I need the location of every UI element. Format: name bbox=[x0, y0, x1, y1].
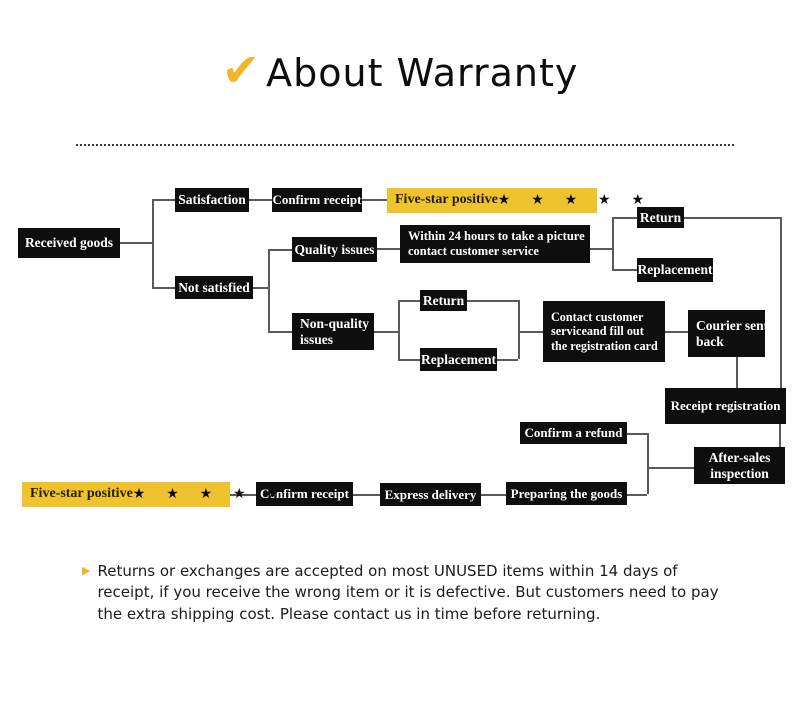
flow-node-quality-issues: Quality issues bbox=[292, 237, 377, 262]
returns-policy-note: ▶ Returns or exchanges are accepted on m… bbox=[82, 561, 732, 625]
dotted-divider bbox=[76, 144, 734, 146]
flow-connector bbox=[467, 300, 518, 302]
check-icon: ✔ bbox=[221, 43, 261, 97]
flow-node-label: Five-star positive bbox=[395, 192, 498, 208]
flow-connector bbox=[120, 242, 152, 244]
flow-connector bbox=[268, 249, 270, 331]
flow-node-label: Quality issues bbox=[294, 241, 375, 257]
flow-connector bbox=[518, 300, 520, 359]
flow-node-label: Preparing the goods bbox=[510, 485, 623, 501]
flow-connector bbox=[736, 357, 738, 388]
returns-policy-text: Returns or exchanges are accepted on mos… bbox=[97, 562, 719, 623]
flow-connector bbox=[249, 199, 272, 201]
flow-connector bbox=[518, 331, 543, 333]
flow-connector bbox=[377, 248, 400, 250]
page-title: About Warranty bbox=[266, 51, 579, 95]
flow-connector bbox=[268, 331, 292, 333]
flow-node-received-goods: Received goods bbox=[18, 228, 120, 258]
flow-node-label: Return bbox=[639, 209, 682, 225]
flow-connector bbox=[398, 359, 420, 361]
flow-node-label: Receipt registration bbox=[670, 398, 781, 414]
flow-node-label: Return bbox=[422, 292, 465, 308]
flow-node-five-star-positive-top: Five-star positive★ ★ ★ ★ ★ bbox=[387, 188, 644, 213]
flow-node-not-satisfied: Not satisfied bbox=[175, 276, 253, 299]
flow-connector bbox=[647, 467, 694, 469]
flow-connector bbox=[665, 331, 688, 333]
flow-node-label: Replacement bbox=[637, 262, 713, 278]
flow-node-label: Contact customer serviceand fill out the… bbox=[551, 309, 658, 353]
flow-connector bbox=[612, 217, 614, 269]
flow-node-label: Received goods bbox=[24, 235, 114, 251]
flow-node-satisfaction: Satisfaction bbox=[175, 188, 249, 212]
flow-connector bbox=[230, 494, 256, 496]
flow-node-label: Satisfaction bbox=[178, 192, 246, 208]
flow-connector bbox=[590, 248, 612, 250]
flow-node-label: Courier sent back bbox=[696, 317, 769, 349]
flow-node-non-quality-issues: Non-quality issues bbox=[292, 313, 374, 350]
flow-connector bbox=[779, 424, 781, 447]
flow-node-label: Express delivery bbox=[384, 486, 477, 502]
flow-connector bbox=[374, 331, 398, 333]
flow-node-replacement-mid: Replacement bbox=[420, 348, 497, 371]
flow-connector bbox=[152, 199, 175, 201]
flow-node-receipt-registration: Receipt registration bbox=[665, 388, 786, 424]
flow-node-label: Not satisfied bbox=[178, 279, 250, 295]
flow-node-confirm-a-refund: Confirm a refund bbox=[520, 422, 627, 444]
flow-node-express-delivery: Express delivery bbox=[380, 483, 481, 506]
flow-connector bbox=[353, 494, 380, 496]
flow-node-confirm-receipt-top: Confirm receipt bbox=[272, 188, 362, 212]
flow-connector bbox=[152, 287, 175, 289]
flow-node-label: Confirm a refund bbox=[524, 425, 623, 441]
flow-connector bbox=[481, 494, 506, 496]
flow-connector bbox=[253, 287, 268, 289]
flow-connector bbox=[497, 359, 518, 361]
flow-node-confirm-receipt-bottom: Confirm receipt bbox=[256, 482, 353, 506]
flow-node-return-mid: Return bbox=[420, 290, 467, 311]
star-rating: ★ ★ ★ ★ ★ bbox=[132, 486, 288, 503]
flow-node-label: After-sales inspection bbox=[708, 449, 771, 481]
flow-connector bbox=[612, 269, 637, 271]
flow-node-label: Replacement bbox=[421, 351, 496, 367]
flow-connector bbox=[268, 249, 292, 251]
flow-connector bbox=[362, 199, 387, 201]
flow-node-within-24-hours: Within 24 hours to take a picture contac… bbox=[400, 225, 590, 263]
flow-node-after-sales-inspection: After-sales inspection bbox=[694, 447, 785, 484]
flow-node-courier-sent-back: Courier sent back bbox=[688, 310, 769, 357]
flow-node-label: Five-star positive bbox=[30, 486, 133, 502]
flow-connector bbox=[398, 300, 400, 359]
flow-connector bbox=[612, 217, 637, 219]
flow-node-return-top: Return bbox=[637, 207, 684, 228]
flow-node-replacement-top: Replacement bbox=[637, 258, 713, 282]
flow-node-label: Within 24 hours to take a picture contac… bbox=[408, 229, 585, 258]
triangle-bullet-icon: ▶ bbox=[82, 564, 91, 577]
page-header: ✔ About Warranty bbox=[0, 43, 800, 97]
flow-connector bbox=[398, 300, 420, 302]
flow-node-contact-customer-service: Contact customer serviceand fill out the… bbox=[543, 301, 665, 362]
flow-connector bbox=[627, 433, 647, 435]
flow-connector bbox=[627, 494, 647, 496]
flow-node-five-star-positive-bottom: Five-star positive★ ★ ★ ★ ★ bbox=[22, 482, 279, 507]
flow-node-label: Non-quality issues bbox=[300, 315, 370, 347]
flow-node-label: Confirm receipt bbox=[260, 486, 349, 502]
flow-connector bbox=[152, 199, 154, 287]
flow-node-preparing-the-goods: Preparing the goods bbox=[506, 482, 627, 505]
flow-connector bbox=[647, 433, 649, 494]
star-rating: ★ ★ ★ ★ ★ bbox=[497, 192, 653, 209]
flow-connector bbox=[780, 217, 782, 388]
flow-connector bbox=[684, 217, 780, 219]
flow-node-label: Confirm receipt bbox=[272, 192, 362, 208]
